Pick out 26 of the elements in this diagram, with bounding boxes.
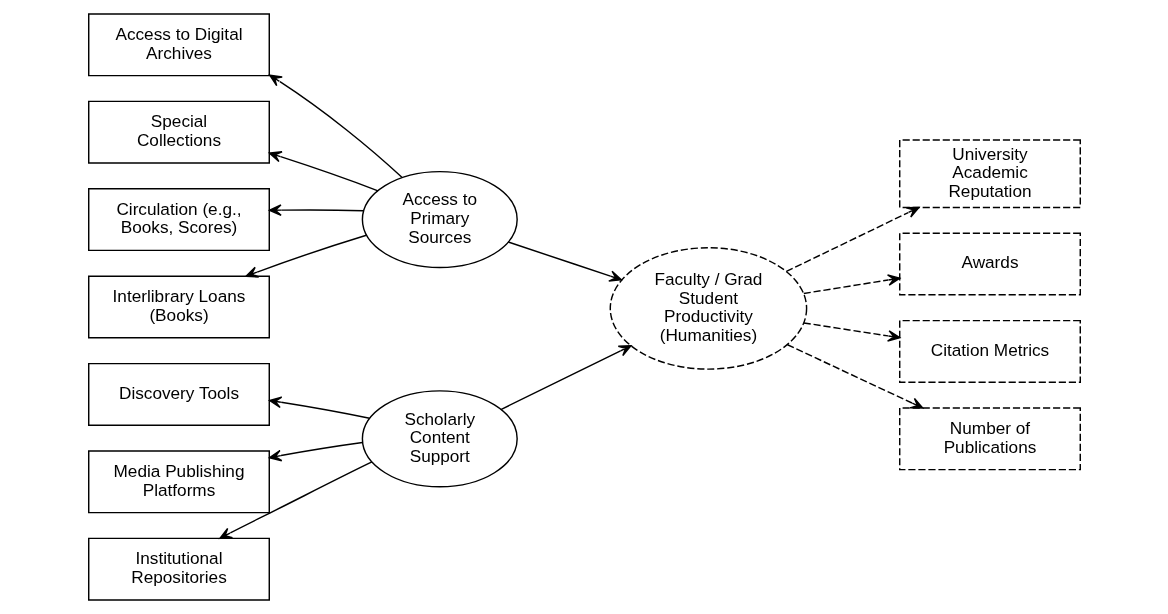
node-box: Discovery Tools [87, 362, 270, 426]
arrow [802, 274, 900, 295]
node-box: Media Publishing Platforms [87, 450, 270, 514]
node-ellipse: Access to Primary Sources [361, 170, 518, 269]
arrow [218, 461, 373, 540]
node-box: Awards [898, 232, 1081, 296]
node-box: Number of Publications [898, 407, 1081, 471]
arrow [268, 441, 363, 462]
arrow [268, 151, 379, 192]
node-box: Circulation (e.g., Books, Scores) [87, 188, 270, 252]
arrow [268, 396, 370, 420]
arrow [499, 345, 632, 411]
arrow [786, 344, 923, 409]
arrow [244, 234, 367, 278]
node-ellipse: Scholarly Content Support [361, 390, 518, 488]
node-box: Citation Metrics [898, 319, 1081, 383]
node-box: Special Collections [87, 100, 270, 164]
node-box: Interlibrary Loans (Books) [87, 275, 270, 339]
arrow [268, 204, 364, 216]
arrow [785, 206, 920, 273]
arrow [507, 241, 622, 282]
node-box: Institutional Repositories [87, 537, 270, 601]
arrow [268, 74, 403, 179]
node-box: University Academic Reputation [898, 139, 1081, 209]
node-box: Access to Digital Archives [87, 13, 270, 77]
arrow [802, 322, 900, 342]
